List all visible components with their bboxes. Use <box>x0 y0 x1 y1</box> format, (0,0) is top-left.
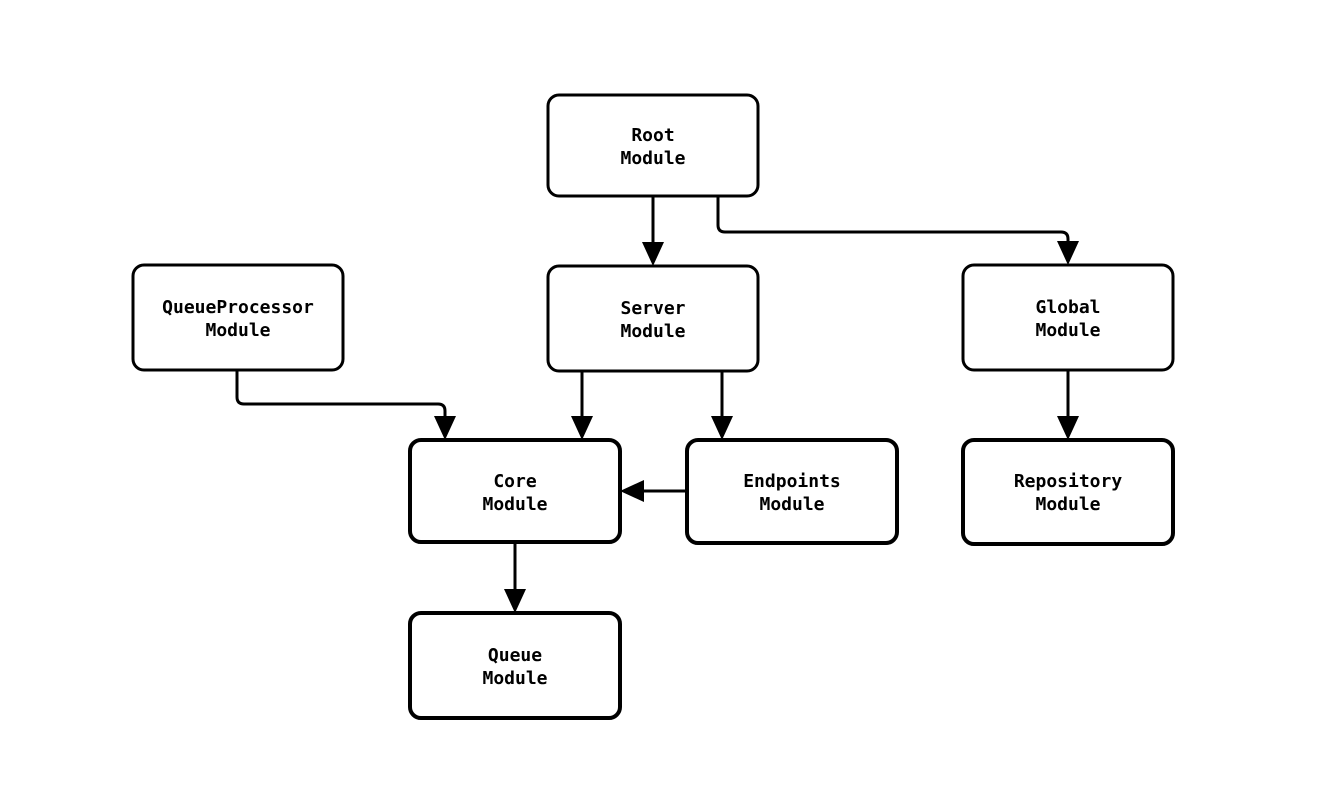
endpoints-module-node[interactable]: Endpoints Module <box>685 438 899 545</box>
edge-global-to-repository-arrowhead <box>1057 416 1079 440</box>
server-module-label-line1: Server <box>620 298 685 319</box>
repository-module-label-line2: Module <box>1035 494 1100 515</box>
global-module-label-line1: Global <box>1035 297 1100 318</box>
queueprocessor-module-label-line1: QueueProcessor <box>162 297 314 318</box>
edge-root-to-global <box>716 196 1079 265</box>
queue-module-box[interactable] <box>408 611 622 720</box>
edge-server-to-endpoints-arrowhead <box>711 416 733 440</box>
core-module-node[interactable]: Core Module <box>408 438 622 544</box>
root-module-label-line2: Module <box>620 148 685 169</box>
root-module-box[interactable] <box>546 93 760 198</box>
repository-module-label-line1: Repository <box>1014 471 1123 492</box>
repository-module-node[interactable]: Repository Module <box>961 438 1175 546</box>
edge-queueprocessor-to-core <box>235 370 456 440</box>
queueprocessor-module-node[interactable]: QueueProcessor Module <box>131 263 345 372</box>
edge-core-to-queue <box>504 542 526 613</box>
edge-root-to-server <box>642 196 664 266</box>
edge-queueprocessor-to-core-line <box>235 370 447 424</box>
queue-module-label-line2: Module <box>482 668 547 689</box>
queueprocessor-module-box[interactable] <box>131 263 345 372</box>
edge-core-to-queue-arrowhead <box>504 589 526 613</box>
core-module-label-line2: Module <box>482 494 547 515</box>
edge-server-to-endpoints <box>711 371 733 440</box>
server-module-label-line2: Module <box>620 321 685 342</box>
repository-module-box[interactable] <box>961 438 1175 546</box>
global-module-node[interactable]: Global Module <box>961 263 1175 372</box>
endpoints-module-label-line2: Module <box>759 494 824 515</box>
core-module-box[interactable] <box>408 438 622 544</box>
server-module-node[interactable]: Server Module <box>546 264 760 373</box>
root-module-label-line1: Root <box>631 125 674 146</box>
edge-root-to-global-line <box>716 196 1070 249</box>
server-module-box[interactable] <box>546 264 760 373</box>
root-module-node[interactable]: Root Module <box>546 93 760 198</box>
queueprocessor-module-label-line2: Module <box>205 320 270 341</box>
edge-global-to-repository <box>1057 370 1079 440</box>
edge-queueprocessor-to-core-arrowhead <box>434 416 456 440</box>
edge-endpoints-to-core-arrowhead <box>620 480 644 502</box>
edge-endpoints-to-core <box>620 480 687 502</box>
global-module-label-line2: Module <box>1035 320 1100 341</box>
edge-root-to-global-arrowhead <box>1057 241 1079 265</box>
endpoints-module-label-line1: Endpoints <box>743 471 841 492</box>
edge-server-to-core <box>571 371 593 440</box>
core-module-label-line1: Core <box>493 471 537 492</box>
endpoints-module-box[interactable] <box>685 438 899 545</box>
queue-module-label-line1: Queue <box>488 645 542 666</box>
queue-module-node[interactable]: Queue Module <box>408 611 622 720</box>
edge-root-to-server-arrowhead <box>642 242 664 266</box>
edge-server-to-core-arrowhead <box>571 416 593 440</box>
global-module-box[interactable] <box>961 263 1175 372</box>
